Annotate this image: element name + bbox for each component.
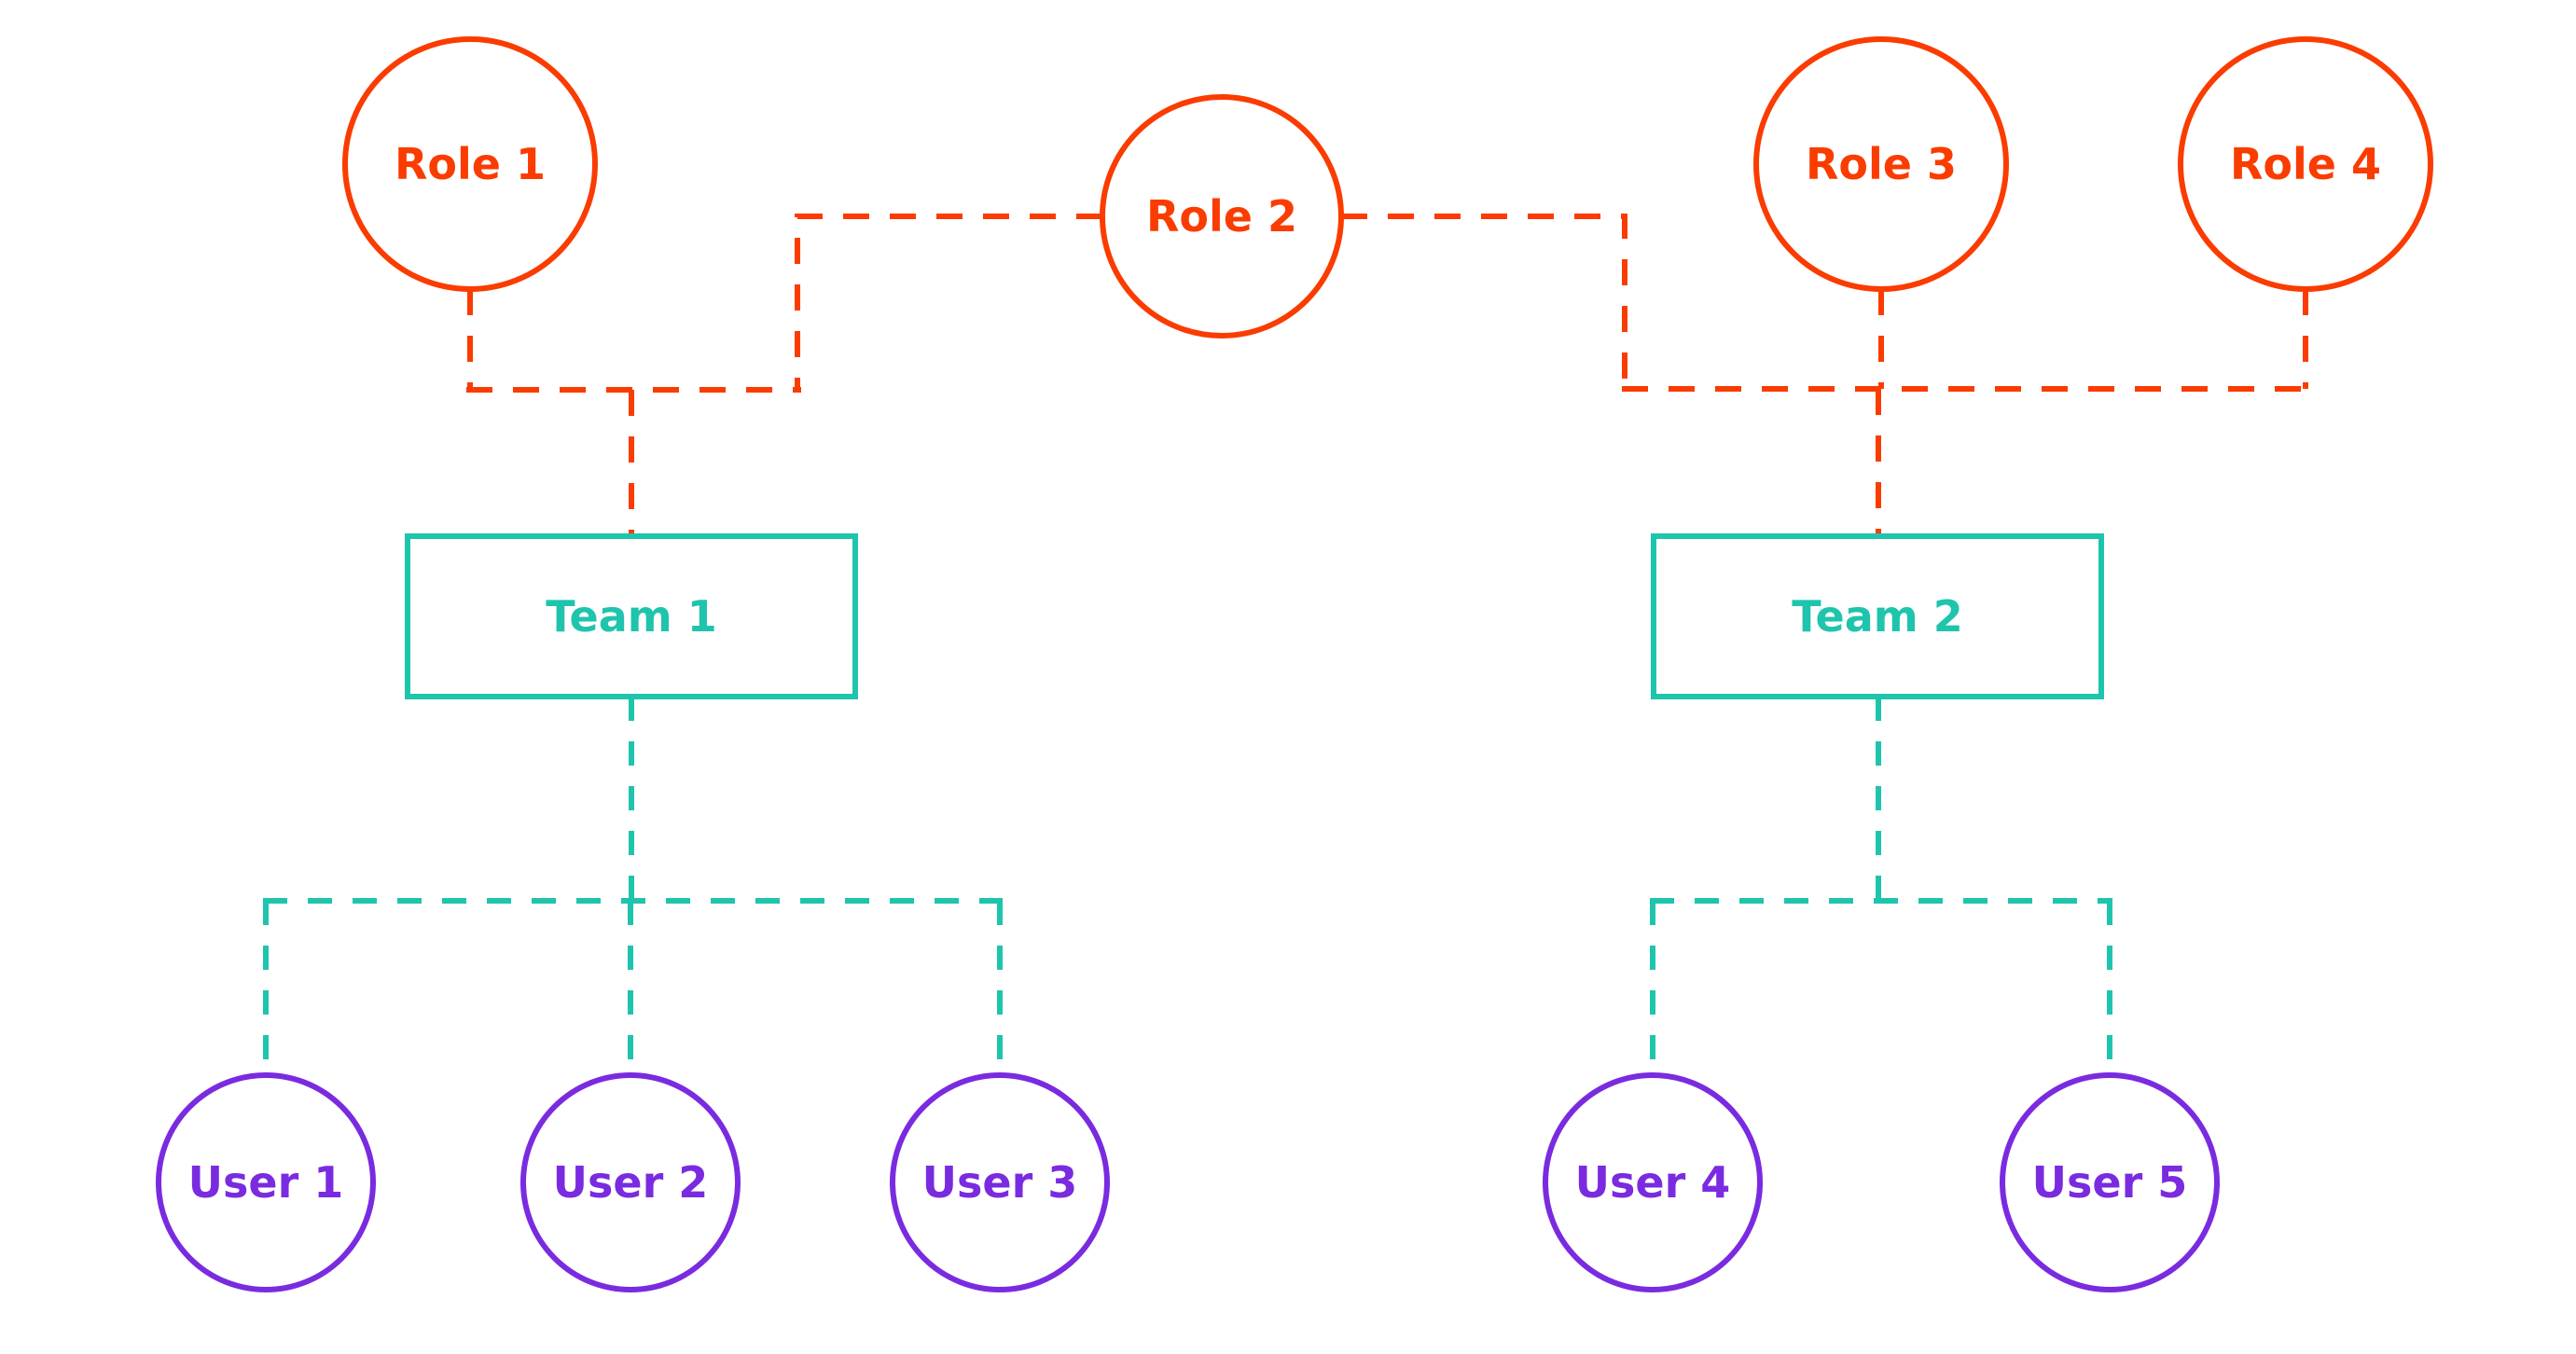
role-circle[interactable] <box>342 36 598 292</box>
nodes-layer: Role 1 Role 2 Role 3 Role 4 Team 1 Team 2 User… <box>156 36 2433 1292</box>
connector-e-role2-right <box>1341 214 1627 389</box>
user-circle[interactable] <box>890 1072 1110 1292</box>
user-node-2[interactable]: User 2 <box>520 1072 741 1292</box>
connector-e-role2-left <box>795 214 1102 390</box>
user-label: User 1 <box>188 1157 344 1208</box>
user-circle[interactable] <box>2000 1072 2220 1292</box>
team-label: Team 2 <box>1792 591 1962 642</box>
team-node-2[interactable]: Team 2 <box>1651 533 2104 699</box>
role-label: Role 4 <box>2230 139 2381 189</box>
user-circle[interactable] <box>520 1072 741 1292</box>
user-node-5[interactable]: User 5 <box>2000 1072 2220 1292</box>
user-node-1[interactable]: User 1 <box>156 1072 376 1292</box>
user-node-3[interactable]: User 3 <box>890 1072 1110 1292</box>
user-node-4[interactable]: User 4 <box>1543 1072 1763 1292</box>
role-node-1[interactable]: Role 1 <box>342 36 598 292</box>
team-box[interactable] <box>405 533 858 699</box>
user-label: User 4 <box>1575 1157 1731 1208</box>
role-circle[interactable] <box>1100 94 1344 338</box>
user-label: User 5 <box>2032 1157 2188 1208</box>
team-node-1[interactable]: Team 1 <box>405 533 858 699</box>
role-node-3[interactable]: Role 3 <box>1753 36 2009 292</box>
role-circle[interactable] <box>1753 36 2009 292</box>
user-label: User 3 <box>922 1157 1078 1208</box>
role-label: Role 3 <box>1806 139 1957 189</box>
role-node-4[interactable]: Role 4 <box>2178 36 2433 292</box>
team-box[interactable] <box>1651 533 2104 699</box>
user-circle[interactable] <box>1543 1072 1763 1292</box>
user-label: User 2 <box>553 1157 709 1208</box>
role-label: Role 2 <box>1146 191 1297 242</box>
edges-layer <box>263 214 2308 1075</box>
role-label: Role 1 <box>395 139 546 189</box>
user-circle[interactable] <box>156 1072 376 1292</box>
role-circle[interactable] <box>2178 36 2433 292</box>
role-node-2[interactable]: Role 2 <box>1100 94 1344 338</box>
team-label: Team 1 <box>546 591 716 642</box>
